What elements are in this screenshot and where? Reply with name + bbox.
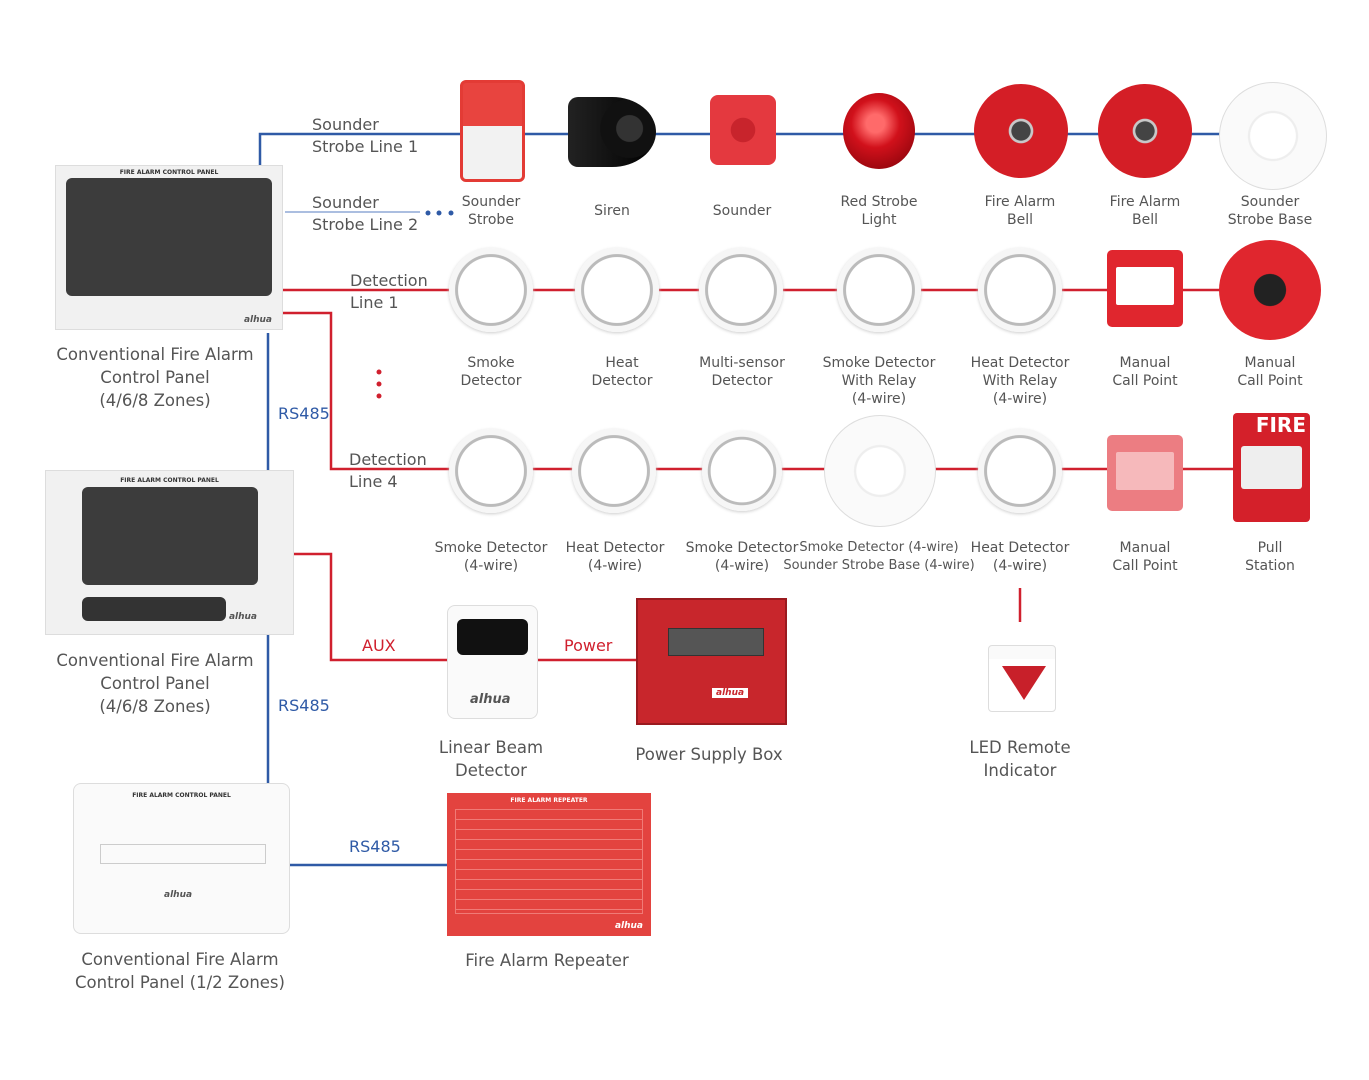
device-label: Sounder (712, 203, 772, 219)
continuation-dot (376, 369, 382, 375)
pull-station-image: FIRE (1233, 413, 1310, 522)
control-panel-4-6-8-zones-image: FIRE ALARM CONTROL PANEL alhua (45, 470, 294, 635)
control-panel-4-6-8-zones-image: FIRE ALARM CONTROL PANEL alhua (55, 165, 283, 330)
control-panel-label: Conventional Fire Alarm Control Panel (4… (56, 345, 254, 410)
heat-detector-relay-image (978, 248, 1062, 332)
panel-title: FIRE ALARM CONTROL PANEL (132, 792, 231, 799)
control-panel-1-2-zones-image: FIRE ALARM CONTROL PANEL alhua (73, 783, 290, 934)
device-label: LED Remote Indicator (969, 738, 1071, 780)
heat-detector-4-wire-image (572, 429, 656, 513)
rs485-label: RS485 (278, 404, 330, 423)
device-label: Siren (594, 203, 630, 219)
linear-beam-detector-image: alhua (447, 605, 538, 719)
dahua-logo: alhua (228, 612, 257, 622)
sounder-strobe-line-1-label: Sounder Strobe Line 1 (312, 115, 419, 156)
fire-alarm-bell-image (1098, 84, 1192, 178)
device-label: Multi-sensor Detector (699, 355, 785, 389)
manual-call-point-image (1107, 250, 1183, 327)
device-label: Red Strobe Light (840, 194, 918, 228)
fire-alarm-repeater-image: FIRE ALARM REPEATER alhua (447, 793, 651, 936)
device-label: Heat Detector (4-wire) (565, 540, 665, 574)
device-label: Pull Station (1245, 540, 1295, 574)
aux-label: AUX (362, 636, 396, 655)
continuation-dot (425, 210, 431, 216)
manual-call-point-round-image (1219, 240, 1321, 340)
device-label: Smoke Detector (4-wire) Sounder Strobe B… (783, 540, 975, 573)
device-label: Manual Call Point (1237, 355, 1303, 389)
red-strobe-light-image (843, 93, 915, 169)
sounder-strobe-base-image (1219, 82, 1327, 190)
device-label: Smoke Detector (460, 355, 522, 389)
rs485-label: RS485 (278, 696, 330, 715)
repeater-title: FIRE ALARM REPEATER (510, 797, 588, 804)
control-panel-label: Conventional Fire Alarm Control Panel (4… (56, 651, 254, 716)
fire-alarm-repeater-label: Fire Alarm Repeater (465, 951, 629, 970)
power-label: Power (564, 636, 613, 655)
smoke-detector-relay-image (837, 248, 921, 332)
led-remote-indicator-image (988, 645, 1056, 712)
sounder-strobe-image (460, 80, 525, 182)
device-label: Heat Detector (4-wire) (970, 540, 1070, 574)
sounder-strobe-line-2-label: Sounder Strobe Line 2 (312, 193, 419, 234)
smoke-detector-image (449, 248, 533, 332)
multi-sensor-detector-image (699, 248, 783, 332)
dahua-logo: alhua (164, 890, 193, 900)
pull-station-fire-text: FIRE (1255, 413, 1306, 437)
panel-title: FIRE ALARM CONTROL PANEL (119, 169, 219, 176)
rs485-label: RS485 (349, 837, 401, 856)
device-label: Smoke Detector With Relay (4-wire) (822, 355, 936, 407)
device-label: Manual Call Point (1112, 355, 1178, 389)
device-label: Heat Detector With Relay (4-wire) (970, 355, 1070, 407)
continuation-dot (376, 381, 382, 387)
dahua-logo: alhua (712, 688, 749, 698)
manual-call-point-image (1107, 435, 1183, 511)
power-supply-box-image: alhua (636, 598, 787, 725)
fire-alarm-bell-image (974, 84, 1068, 178)
device-label: Sounder Strobe (461, 194, 521, 228)
device-label: Fire Alarm Bell (984, 194, 1056, 228)
continuation-dot (448, 210, 454, 216)
dahua-logo: alhua (243, 315, 272, 325)
dahua-logo: alhua (614, 921, 643, 931)
device-label: Manual Call Point (1112, 540, 1178, 574)
dahua-logo: alhua (470, 692, 511, 707)
detection-line-1-label: Detection Line 1 (350, 271, 428, 312)
device-label: Power Supply Box (635, 745, 783, 764)
device-label: Fire Alarm Bell (1109, 194, 1181, 228)
heat-detector-4-wire-image (978, 429, 1062, 513)
continuation-dot (436, 210, 442, 216)
heat-detector-image (575, 248, 659, 332)
device-label: Sounder Strobe Base (1227, 194, 1313, 228)
smoke-detector-4-wire-image (449, 429, 533, 513)
control-panel-label: Conventional Fire Alarm Control Panel (1… (75, 950, 285, 992)
device-label: Heat Detector (591, 355, 653, 389)
detection-line-4-label: Detection Line 4 (349, 450, 427, 491)
smoke-detector-4-wire-image (702, 431, 782, 511)
device-label: Smoke Detector (4-wire) (685, 540, 799, 574)
sounder-image (710, 95, 776, 165)
device-label: Linear Beam Detector (438, 738, 544, 780)
detection-line-4 (283, 311, 1235, 471)
panel-title: FIRE ALARM CONTROL PANEL (120, 477, 219, 484)
siren-image (568, 97, 656, 167)
smoke-detector-sounder-strobe-base-image (824, 415, 936, 527)
continuation-dot (376, 393, 382, 399)
device-label: Smoke Detector (4-wire) (434, 540, 548, 574)
